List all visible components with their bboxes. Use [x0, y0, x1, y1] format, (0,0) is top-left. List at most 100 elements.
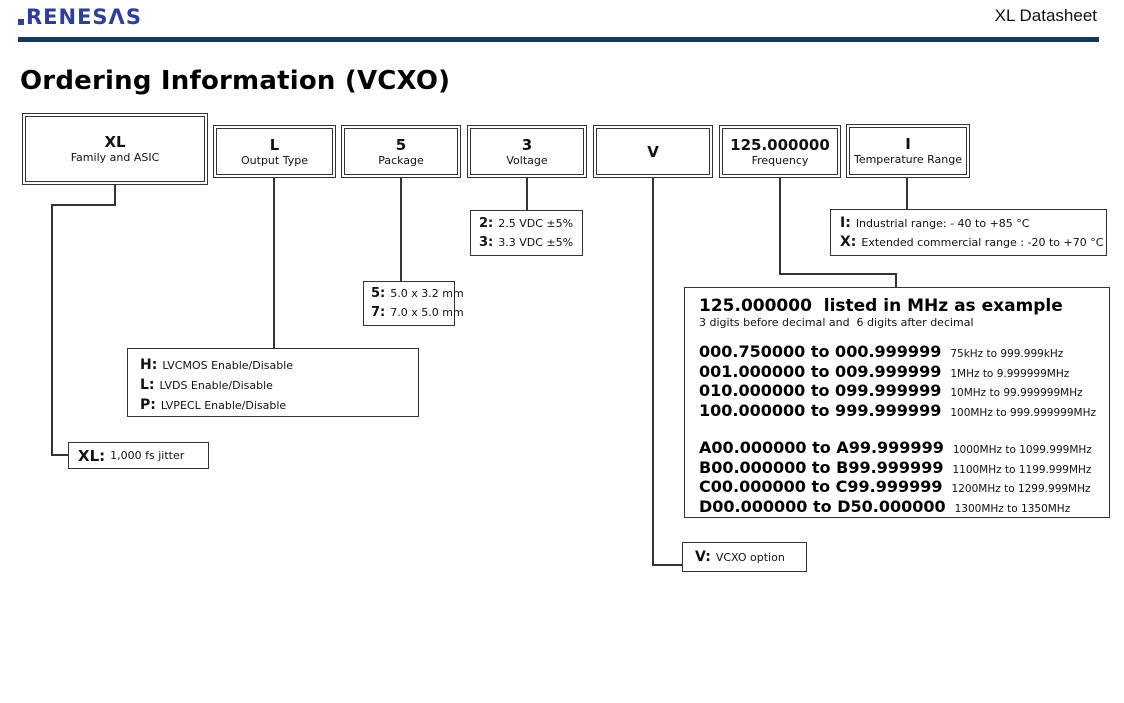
callout-vcxo-key: V:	[695, 549, 711, 565]
frequency-range-row: B00.000000 to B99.999999 1100MHz to 1199…	[699, 458, 1109, 478]
callout-voltage-text: 2.5 VDC ±5%	[498, 217, 574, 230]
page-title: Ordering Information (VCXO)	[20, 66, 451, 96]
callout-output-key: P:	[140, 397, 156, 413]
callout-voltage-row: 2: 2.5 VDC ±5%	[479, 216, 582, 235]
connector-vcxo-vertical	[652, 178, 654, 566]
field-label-package: Package	[378, 153, 424, 167]
field-box-frequency: 125.000000 Frequency	[719, 125, 841, 178]
frequency-range: C00.000000 to C99.999999	[699, 477, 943, 496]
connector-vcxo-horizontal	[652, 564, 682, 566]
callout-package-row: 7: 7.0 x 5.0 mm	[371, 305, 464, 324]
callout-package-key: 7:	[371, 305, 386, 320]
connector-frequency-vertical-top	[779, 178, 781, 275]
frequency-note: 1100MHz to 1199.999MHz	[952, 463, 1092, 476]
callout-output-row: L: LVDS Enable/Disable	[140, 377, 418, 397]
frequency-note: 100MHz to 999.999999MHz	[950, 406, 1096, 419]
frequency-note: 10MHz to 99.999999MHz	[950, 387, 1083, 399]
frequency-range: 001.000000 to 009.999999	[699, 361, 942, 381]
frequency-note: 1300MHz to 1350MHz	[954, 502, 1071, 515]
frequency-range: 100.000000 to 999.999999	[699, 400, 942, 420]
field-label-family: Family and ASIC	[70, 151, 160, 164]
callout-voltage-text: 3.3 VDC ±5%	[498, 236, 574, 249]
callout-temperature: I: Industrial range: - 40 to +85 °C X: E…	[830, 209, 1107, 256]
field-code-temperature: I	[905, 135, 911, 153]
frequency-note: 1MHz to 9.999999MHz	[950, 367, 1070, 380]
field-code-output-type: L	[269, 135, 280, 154]
callout-family-text: 1,000 fs jitter	[110, 449, 185, 462]
field-code-package: 5	[395, 135, 407, 154]
header-rule	[18, 37, 1099, 42]
callout-output-text: LVDS Enable/Disable	[159, 379, 273, 392]
frequency-title: 125.000000 listed in MHz as example	[699, 296, 1063, 316]
renesas-logo-square-icon	[18, 19, 24, 25]
frequency-range-row: 100.000000 to 999.999999 100MHz to 999.9…	[699, 401, 1109, 421]
field-label-voltage: Voltage	[506, 153, 548, 167]
callout-output-type: H: LVCMOS Enable/Disable L: LVDS Enable/…	[127, 348, 419, 417]
frequency-range-row: C00.000000 to C99.999999 1200MHz to 1299…	[699, 477, 1109, 497]
callout-output-key: L:	[140, 377, 155, 393]
frequency-subtitle: 3 digits before decimal and 6 digits aft…	[699, 316, 974, 329]
connector-frequency-vertical-bottom	[895, 273, 897, 288]
renesas-logo: RENESΛS	[18, 5, 142, 29]
callout-output-text: LVCMOS Enable/Disable	[162, 359, 294, 372]
frequency-range-row: 001.000000 to 009.999999 1MHz to 9.99999…	[699, 362, 1109, 382]
callout-output-row: H: LVCMOS Enable/Disable	[140, 357, 418, 377]
field-code-vcxo: V	[647, 142, 659, 161]
callout-temperature-key: I:	[840, 215, 851, 231]
frequency-range: B00.000000 to B99.999999	[699, 457, 944, 477]
field-box-family: XL Family and ASIC	[22, 113, 208, 185]
connector-voltage	[526, 178, 528, 210]
connector-frequency-horizontal	[779, 273, 897, 275]
callout-package-key: 5:	[371, 286, 386, 301]
field-code-family: XL	[104, 133, 126, 151]
connector-family-horizontal-top	[51, 204, 116, 206]
callout-voltage-row: 3: 3.3 VDC ±5%	[479, 235, 582, 254]
field-box-output-type: L Output Type	[213, 125, 336, 178]
doc-title: XL Datasheet	[994, 6, 1097, 25]
callout-voltage: 2: 2.5 VDC ±5% 3: 3.3 VDC ±5%	[470, 210, 583, 256]
callout-vcxo: V: VCXO option	[682, 542, 807, 572]
callout-voltage-key: 2:	[479, 216, 494, 231]
field-box-vcxo: V	[593, 125, 713, 178]
callout-family: XL: 1,000 fs jitter	[68, 442, 209, 469]
callout-package: 5: 5.0 x 3.2 mm 7: 7.0 x 5.0 mm	[363, 281, 464, 326]
callout-temperature-row: X: Extended commercial range : -20 to +7…	[840, 234, 1106, 253]
frequency-range: A00.000000 to A99.999999	[699, 438, 944, 457]
connector-temperature	[906, 178, 908, 209]
field-box-package: 5 Package	[341, 125, 461, 178]
frequency-range-row: 010.000000 to 099.999999 10MHz to 99.999…	[699, 381, 1109, 401]
field-box-temperature: I Temperature Range	[846, 124, 970, 178]
frequency-note: 1000MHz to 1099.999MHz	[952, 444, 1092, 456]
callout-output-key: H:	[140, 357, 158, 373]
callout-temperature-text: Extended commercial range : -20 to +70 °…	[861, 236, 1104, 249]
frequency-note: 1200MHz to 1299.999MHz	[951, 483, 1091, 495]
frequency-range: D00.000000 to D50.000000	[699, 496, 946, 516]
callout-temperature-text: Industrial range: - 40 to +85 °C	[855, 217, 1030, 230]
connector-family-stub	[114, 185, 116, 206]
callout-package-row: 5: 5.0 x 3.2 mm	[371, 286, 464, 305]
frequency-range-row: D00.000000 to D50.000000 1300MHz to 1350…	[699, 497, 1109, 517]
callout-output-text: LVPECL Enable/Disable	[160, 399, 287, 412]
frequency-range-row: A00.000000 to A99.999999 1000MHz to 1099…	[699, 438, 1109, 458]
callout-voltage-key: 3:	[479, 235, 494, 250]
renesas-logo-text: RENESΛS	[26, 5, 142, 29]
field-code-frequency: 125.000000	[730, 135, 830, 154]
callout-temperature-row: I: Industrial range: - 40 to +85 °C	[840, 215, 1106, 234]
connector-output-type	[273, 178, 275, 348]
callout-temperature-key: X:	[840, 234, 857, 250]
callout-family-key: XL:	[78, 446, 106, 465]
field-box-voltage: 3 Voltage	[467, 125, 587, 178]
callout-package-text: 7.0 x 5.0 mm	[390, 306, 464, 319]
connector-package	[400, 178, 402, 282]
field-code-voltage: 3	[521, 135, 533, 154]
connector-family-vertical	[51, 204, 53, 456]
field-label-output-type: Output Type	[241, 153, 308, 167]
frequency-range: 000.750000 to 000.999999	[699, 342, 942, 361]
callout-output-row: P: LVPECL Enable/Disable	[140, 397, 418, 417]
callout-vcxo-text: VCXO option	[715, 550, 785, 564]
frequency-note: 75kHz to 999.999kHz	[950, 348, 1064, 360]
field-label-temperature: Temperature Range	[853, 153, 963, 166]
field-label-frequency: Frequency	[751, 153, 809, 167]
frequency-range: 010.000000 to 099.999999	[699, 381, 942, 400]
frequency-range-row: 000.750000 to 000.999999 75kHz to 999.99…	[699, 342, 1109, 362]
